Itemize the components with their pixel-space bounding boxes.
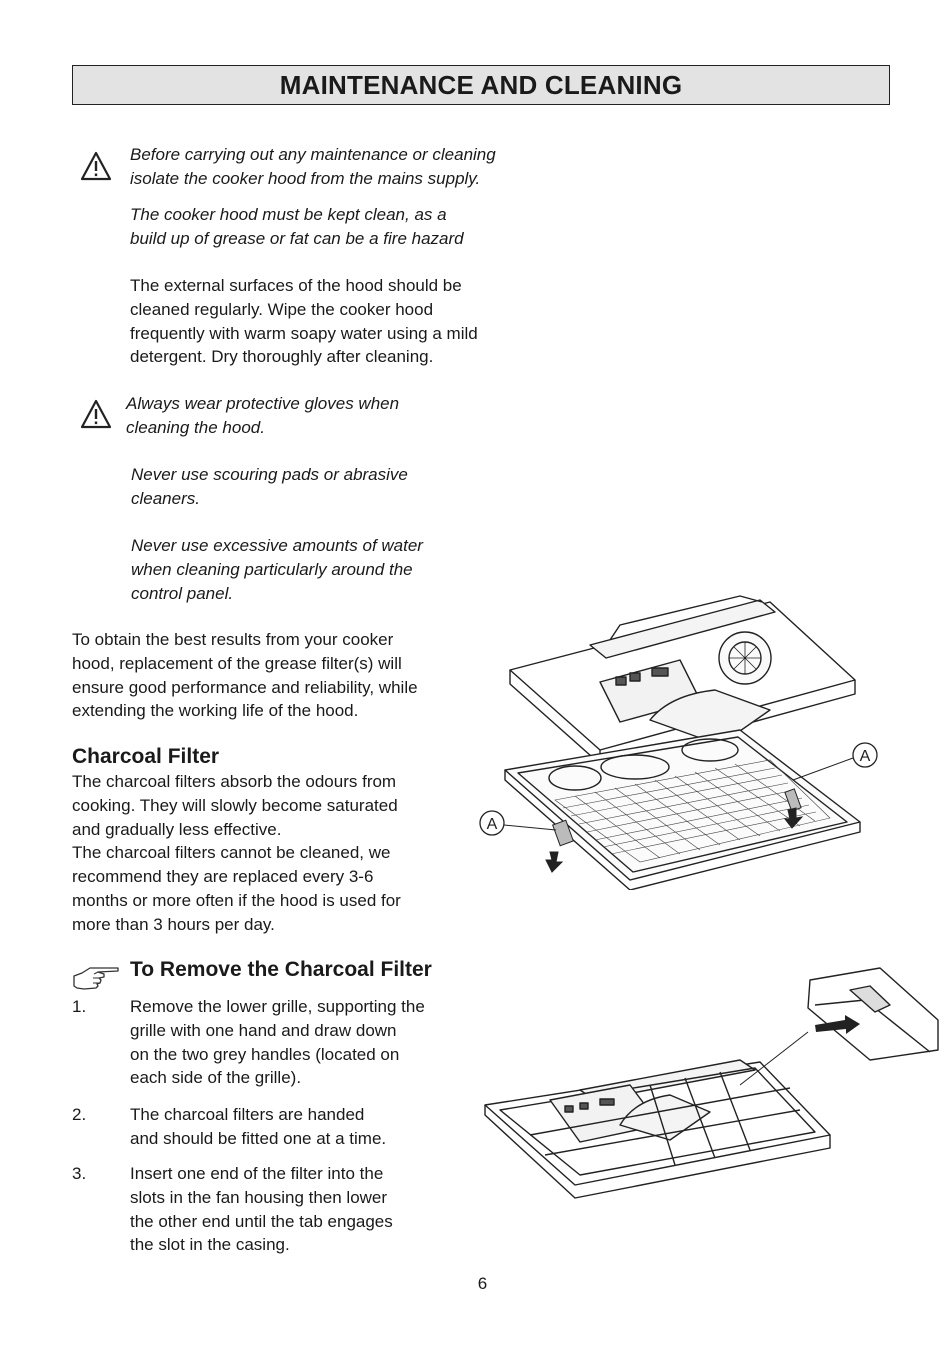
warning-line: isolate the cooker hood from the mains s…: [130, 168, 481, 188]
warning-line: build up of grease or fat can be a fire …: [130, 228, 464, 248]
text-line: hood, replacement of the grease filter(s…: [72, 653, 402, 673]
text-line: The charcoal filters are handed: [130, 1105, 365, 1124]
pointing-hand-icon: [73, 967, 119, 990]
text-line: frequently with warm soapy water using a…: [130, 323, 478, 343]
text-line: and should be fitted one at a time.: [130, 1128, 387, 1148]
text-line: The charcoal filters absorb the odours f…: [72, 772, 397, 791]
hood-grille-removal-illustration: A A: [479, 595, 878, 890]
warning-water: Never use excessive amounts of water whe…: [131, 534, 423, 605]
text-line: Insert one end of the filter into the: [130, 1164, 384, 1183]
warning-triangle-icon: [80, 151, 112, 181]
warning-gloves: Always wear protective gloves when clean…: [126, 392, 399, 440]
text-line: extending the working life of the hood.: [72, 701, 359, 721]
text-line: Remove the lower grille, supporting the: [130, 997, 425, 1016]
warning-scouring: Never use scouring pads or abrasive clea…: [131, 463, 408, 511]
text-line: more than 3 hours per day.: [72, 914, 275, 934]
warning-line: Never use excessive amounts of water: [131, 536, 423, 555]
warning-grease: The cooker hood must be kept clean, as a…: [130, 203, 464, 251]
step-3-text: Insert one end of the filter into the sl…: [130, 1162, 393, 1257]
text-line: slots in the fan housing then lower: [130, 1187, 388, 1207]
text-line: on the two grey handles (located on: [130, 1044, 400, 1064]
callout-label-left: A: [487, 816, 498, 833]
text-line: and gradually less effective.: [72, 819, 282, 839]
text-line: cooking. They will slowly become saturat…: [72, 795, 398, 815]
charcoal-filter-paragraph: The charcoal filters absorb the odours f…: [72, 770, 401, 937]
warning-triangle-icon: [80, 399, 112, 429]
step-1-text: Remove the lower grille, supporting the …: [130, 995, 425, 1090]
text-line: each side of the grille).: [130, 1068, 302, 1088]
text-line: the other end until the tab engages: [130, 1211, 393, 1231]
step-2-text: The charcoal filters are handed and shou…: [130, 1103, 386, 1151]
remove-filter-heading: To Remove the Charcoal Filter: [130, 958, 432, 981]
warning-isolate: Before carrying out any maintenance or c…: [130, 143, 496, 191]
text-line: grille with one hand and draw down: [130, 1020, 397, 1040]
text-line: recommend they are replaced every 3-6: [72, 867, 374, 887]
warning-line: control panel.: [131, 583, 234, 603]
text-line: To obtain the best results from your coo…: [72, 630, 394, 649]
charcoal-filter-heading: Charcoal Filter: [72, 745, 220, 768]
warning-line: Always wear protective gloves when: [126, 394, 400, 413]
external-surfaces-paragraph: The external surfaces of the hood should…: [130, 274, 478, 369]
warning-line: Before carrying out any maintenance or c…: [130, 145, 496, 164]
text-line: detergent. Dry thoroughly after cleaning…: [130, 347, 434, 367]
warning-line: The cooker hood must be kept clean, as a: [130, 205, 447, 224]
warning-line: cleaning the hood.: [126, 417, 265, 437]
hood-filter-detail-illustration: [484, 967, 939, 1199]
warning-line: Never use scouring pads or abrasive: [131, 465, 408, 484]
step-number: 3.: [72, 1164, 87, 1183]
warning-line: cleaners.: [131, 488, 200, 508]
step-number: 2.: [72, 1105, 87, 1124]
text-line: The charcoal filters cannot be cleaned, …: [72, 843, 391, 863]
page-title: MAINTENANCE AND CLEANING: [279, 69, 683, 100]
section-title-box: MAINTENANCE AND CLEANING: [72, 65, 890, 105]
intro-paragraph: To obtain the best results from your coo…: [72, 628, 418, 723]
warning-line: when cleaning particularly around the: [131, 559, 413, 579]
text-line: cleaned regularly. Wipe the cooker hood: [130, 299, 434, 319]
callout-label-right: A: [860, 748, 871, 765]
text-line: months or more often if the hood is used…: [72, 890, 401, 910]
text-line: ensure good performance and reliability,…: [72, 677, 418, 697]
step-number: 1.: [72, 997, 87, 1016]
text-line: the slot in the casing.: [130, 1235, 290, 1255]
page-number: 6: [477, 1274, 488, 1293]
text-line: The external surfaces of the hood should…: [130, 276, 462, 295]
